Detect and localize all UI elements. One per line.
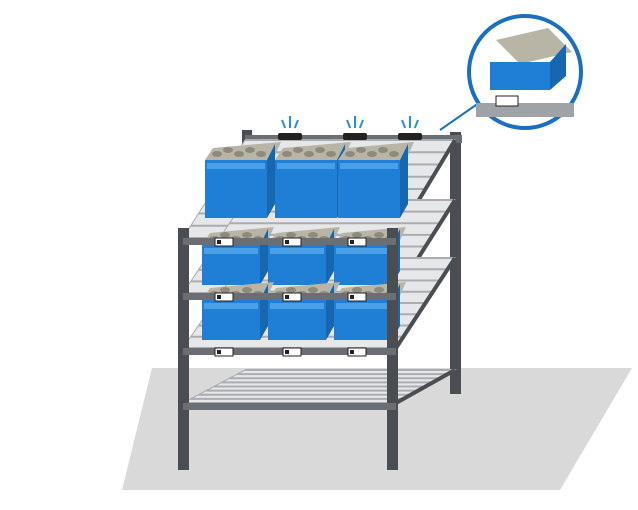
label-plate: [347, 292, 367, 302]
front-beam-4: [183, 403, 396, 410]
bolt: [374, 232, 384, 238]
callout-rail: [476, 103, 574, 117]
bolt: [220, 287, 230, 293]
label-button: [350, 295, 354, 299]
bolt: [326, 151, 336, 157]
bin-label: [214, 347, 234, 357]
bin-label: [282, 292, 302, 302]
label-plate: [282, 347, 302, 357]
callout-bin-side: [550, 44, 566, 90]
label-button: [350, 240, 354, 244]
bolt: [286, 287, 296, 293]
bin-lip: [270, 303, 324, 309]
bin: [205, 142, 281, 218]
bolt: [315, 147, 325, 153]
label-plate: [347, 237, 367, 247]
label-button: [217, 295, 221, 299]
back-right-post: [450, 132, 461, 394]
bin-lip: [204, 303, 258, 309]
bolt: [223, 147, 233, 153]
label-plate: [347, 347, 367, 357]
signal-ray: [401, 119, 407, 129]
bin-front: [338, 160, 400, 218]
label-button: [285, 350, 289, 354]
bin: [338, 142, 414, 218]
bin-label: [282, 237, 302, 247]
bolt: [234, 151, 244, 157]
bolt: [212, 151, 222, 157]
pick-to-light-indicators: [278, 116, 422, 140]
bin: [202, 227, 274, 285]
label-button: [350, 350, 354, 354]
indicator-body: [343, 133, 367, 140]
bin-label: [347, 237, 367, 247]
signal-ray: [346, 119, 352, 129]
bin: [268, 282, 340, 340]
bolt: [378, 147, 388, 153]
bolt: [345, 151, 355, 157]
side-rail: [395, 368, 456, 405]
bolt: [304, 151, 314, 157]
label-plate: [214, 292, 234, 302]
bolt: [352, 287, 362, 293]
rack-front-frame: [178, 228, 398, 470]
bin-lip: [277, 163, 335, 169]
label-button: [217, 240, 221, 244]
indicator-body: [278, 133, 302, 140]
bolt: [242, 287, 252, 293]
bin: [202, 282, 274, 340]
bolt: [308, 232, 318, 238]
bolt: [352, 232, 362, 238]
bolt: [374, 287, 384, 293]
bin-lip: [336, 303, 390, 309]
bin-label: [214, 237, 234, 247]
bin-label: [347, 347, 367, 357]
signal-ray: [293, 119, 299, 129]
bolt: [256, 151, 266, 157]
label-button: [217, 350, 221, 354]
label-plate: [282, 237, 302, 247]
bin-lip: [204, 248, 258, 254]
callout-parts: [496, 28, 572, 64]
side-rail: [394, 256, 457, 350]
label-button: [285, 240, 289, 244]
bolt: [308, 287, 318, 293]
signal-ray: [281, 119, 287, 129]
bin-label: [214, 292, 234, 302]
label-button: [285, 295, 289, 299]
bolt: [367, 151, 377, 157]
label-plate: [214, 237, 234, 247]
signal-ray: [358, 119, 364, 129]
bolt: [293, 147, 303, 153]
label-plate: [214, 347, 234, 357]
bin-front: [275, 160, 337, 218]
light-indicator: [343, 116, 367, 140]
bolt: [389, 151, 399, 157]
bin-label: [282, 347, 302, 357]
bin-lip: [340, 163, 398, 169]
label-plate: [282, 292, 302, 302]
indicator-body: [398, 133, 422, 140]
signal-ray: [413, 119, 419, 129]
bin-lip: [336, 248, 390, 254]
bolt: [356, 147, 366, 153]
callout-label: [495, 95, 519, 107]
bolt: [242, 232, 252, 238]
bin: [268, 227, 340, 285]
callout-bin-front: [490, 62, 550, 90]
bolt: [286, 232, 296, 238]
bolt: [245, 147, 255, 153]
bin-side: [400, 144, 408, 218]
light-indicator: [278, 116, 302, 140]
light-indicator: [398, 116, 422, 140]
bolt: [220, 232, 230, 238]
bin-front: [205, 160, 267, 218]
bin-label: [347, 292, 367, 302]
detail-callout: [439, 14, 583, 131]
bin-side: [267, 144, 275, 218]
bin-lip: [270, 248, 324, 254]
bolt: [282, 151, 292, 157]
bin-lip: [207, 163, 265, 169]
